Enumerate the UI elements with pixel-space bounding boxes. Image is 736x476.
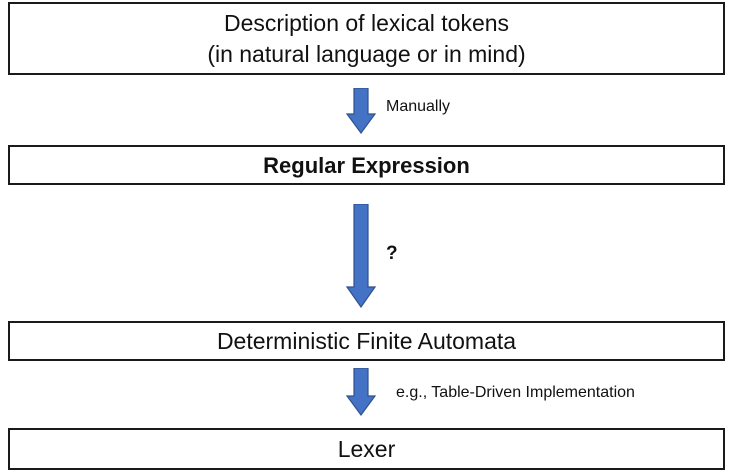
lexer-box: Lexer — [8, 428, 725, 470]
down-arrow-icon — [346, 368, 376, 416]
regular-expression-label: Regular Expression — [263, 152, 470, 178]
manually-label: Manually — [386, 98, 451, 115]
down-arrow-icon — [346, 204, 376, 308]
description-line-2: (in natural language or in mind) — [207, 40, 526, 67]
dfa-label: Deterministic Finite Automata — [216, 327, 517, 354]
down-arrow-icon — [346, 88, 376, 134]
question-mark-label: ? — [386, 243, 398, 264]
description-line-1: Description of lexical tokens — [223, 9, 510, 36]
dfa-box: Deterministic Finite Automata — [8, 321, 725, 361]
description-box: Description of lexical tokens (in natura… — [8, 2, 725, 75]
lexer-label: Lexer — [337, 435, 396, 462]
table-driven-label: e.g., Table-Driven Implementation — [396, 384, 635, 401]
regular-expression-box: Regular Expression — [8, 145, 725, 185]
